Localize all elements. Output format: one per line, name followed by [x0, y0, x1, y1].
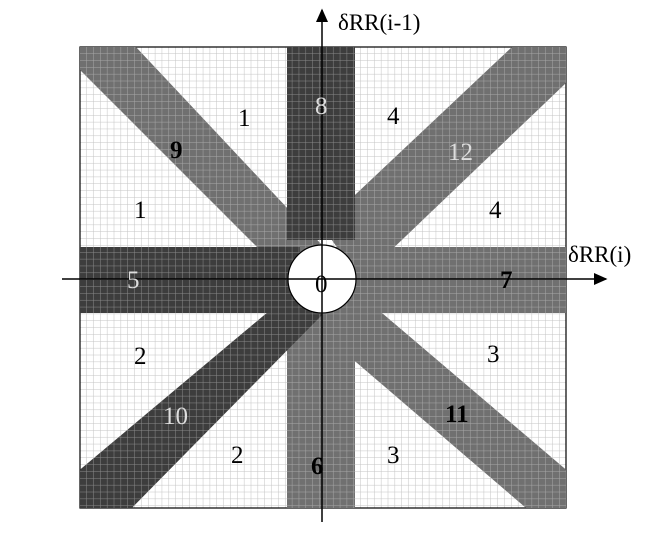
label-9: 9 — [170, 137, 183, 164]
x-axis-label: δRR(i) — [568, 242, 631, 267]
label-8: 8 — [315, 93, 328, 120]
label-12: 12 — [448, 139, 473, 166]
band-9 — [80, 47, 322, 280]
label-3a: 3 — [487, 341, 500, 368]
band-8 — [287, 47, 355, 240]
label-1a: 1 — [238, 105, 251, 132]
label-0: 0 — [315, 271, 328, 298]
label-2a: 2 — [134, 343, 147, 370]
label-6: 6 — [311, 453, 324, 480]
y-axis-label: δRR(i-1) — [338, 10, 420, 35]
band-5 — [80, 247, 300, 313]
label-4b: 4 — [489, 197, 502, 224]
band-11 — [300, 290, 566, 508]
label-3b: 3 — [387, 442, 400, 469]
band-10 — [80, 285, 322, 508]
label-4a: 4 — [387, 103, 400, 130]
label-5: 5 — [127, 267, 140, 294]
label-1b: 1 — [134, 197, 147, 224]
label-11: 11 — [445, 401, 469, 428]
label-2b: 2 — [231, 442, 244, 469]
label-10: 10 — [163, 403, 188, 430]
label-7: 7 — [500, 267, 513, 294]
band-12 — [322, 47, 566, 280]
